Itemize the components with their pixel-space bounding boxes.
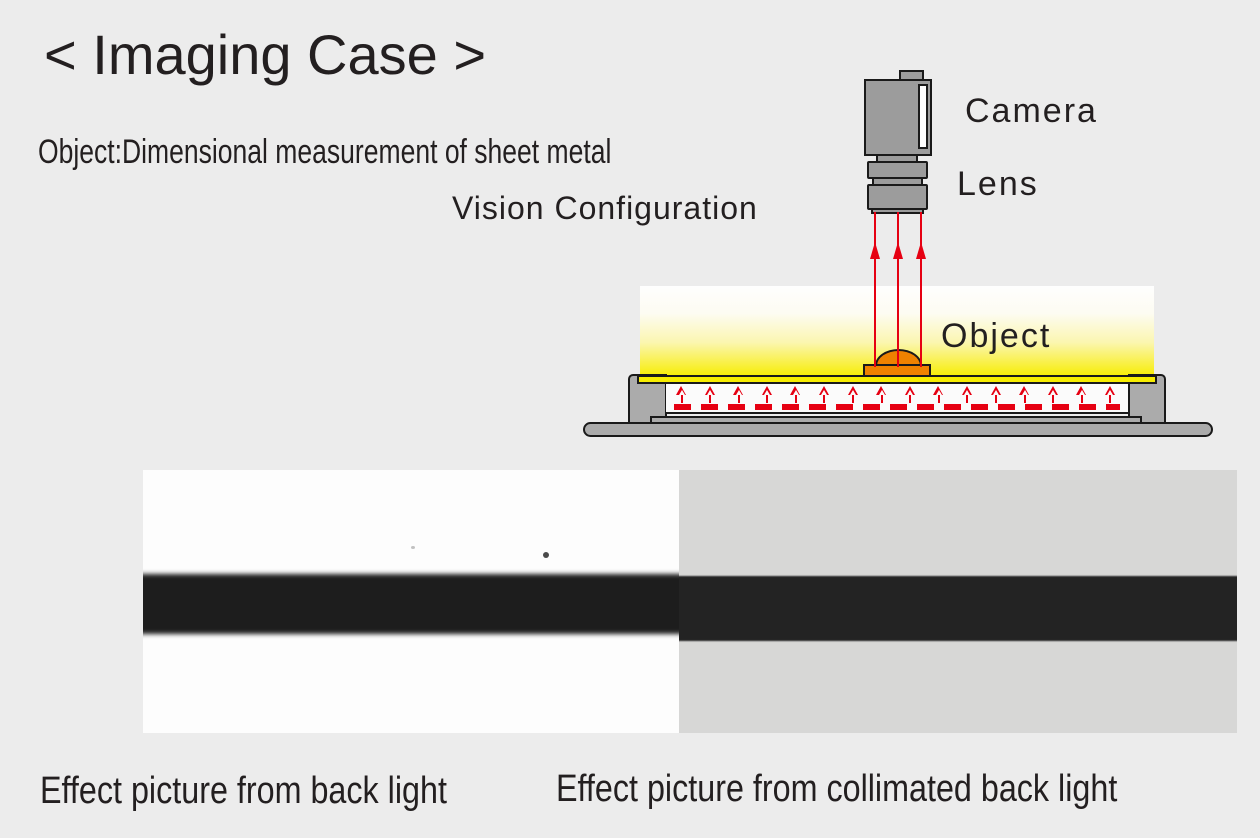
vision-configuration-heading: Vision Configuration — [452, 190, 758, 226]
lens-barrel-lower — [867, 184, 928, 210]
up-arrow-icon — [1104, 386, 1116, 403]
sheet-metal-silhouette-sharp — [679, 576, 1237, 641]
arrowhead-icon — [916, 242, 926, 259]
effect-photo-collimated-back-light — [679, 470, 1237, 733]
up-arrow-icon — [676, 386, 687, 403]
page-title: < Imaging Case > — [44, 23, 487, 86]
arrowhead-icon — [893, 242, 903, 259]
ray-up-arrow-icon — [870, 212, 880, 367]
up-arrow-icon — [790, 386, 801, 403]
dust-speck — [411, 546, 415, 549]
up-arrow-icon — [733, 386, 744, 403]
lens-barrel-upper — [867, 161, 928, 179]
up-arrow-icon — [761, 386, 773, 403]
effect-photo-back-light — [143, 470, 679, 733]
lens-label: Lens — [957, 165, 1039, 203]
up-arrow-icon — [1076, 386, 1087, 403]
camera-label: Camera — [965, 92, 1098, 130]
object-label: Object — [941, 317, 1052, 355]
caption-collimated-back-light: Effect picture from collimated back ligh… — [556, 768, 1118, 810]
emitter-arrows — [676, 386, 1116, 403]
arrowhead-icon — [870, 242, 880, 259]
sheet-metal-silhouette-blurred — [143, 574, 679, 634]
camera-side-slot — [918, 84, 928, 149]
up-arrow-icon — [990, 386, 1002, 403]
up-arrow-icon — [876, 386, 887, 403]
up-arrow-icon — [704, 386, 716, 403]
up-arrow-icon — [961, 386, 973, 403]
led-strip — [674, 404, 1120, 410]
object-description: Object:Dimensional measurement of sheet … — [38, 133, 612, 171]
ray-up-arrow-icon — [893, 212, 903, 367]
up-arrow-icon — [818, 386, 830, 403]
up-arrow-icon — [904, 386, 916, 403]
up-arrow-icon — [847, 386, 859, 403]
up-arrow-icon — [1047, 386, 1059, 403]
ray-up-arrow-icon — [916, 212, 926, 367]
up-arrow-icon — [1019, 386, 1030, 403]
dust-speck — [543, 552, 549, 558]
up-arrow-icon — [933, 386, 944, 403]
caption-back-light: Effect picture from back light — [40, 770, 447, 812]
base-plate — [583, 422, 1213, 437]
